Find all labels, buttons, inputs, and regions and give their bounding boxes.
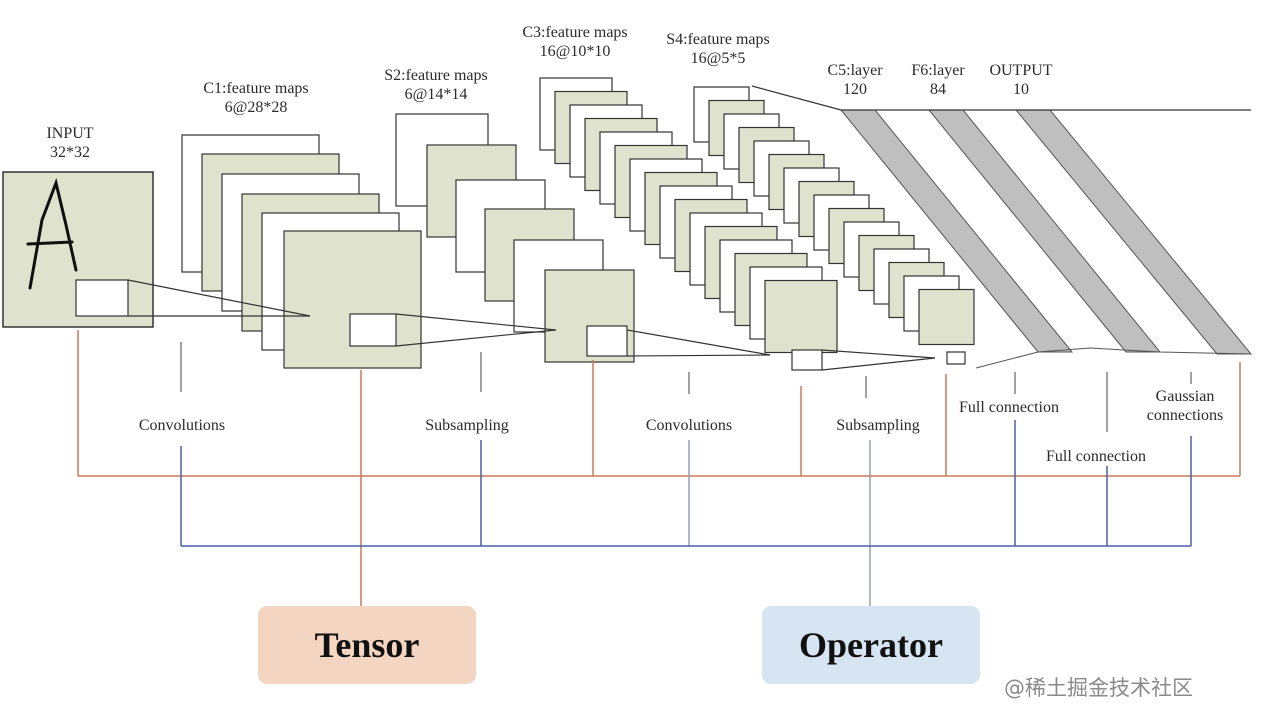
label-c1: C1:feature maps 6@28*28 <box>203 79 308 117</box>
op-full-connection-1: Full connection <box>959 399 1059 416</box>
c3-feature-maps <box>539 77 838 371</box>
s4-stack-receptive-field <box>946 351 966 365</box>
c1-feature-maps <box>181 134 422 369</box>
c5-title: C5:layer <box>827 62 883 79</box>
watermark: @稀土掘金技术社区 <box>1004 676 1193 700</box>
op-full-connection-2: Full connection <box>1046 448 1146 465</box>
tensor-legend-label: Tensor <box>314 625 420 665</box>
gaussian-line1: Gaussian <box>1155 388 1215 405</box>
output-title: OUTPUT <box>989 62 1053 79</box>
operator-legend: Operator <box>762 606 980 684</box>
label-f6: F6:layer 84 <box>911 61 964 99</box>
tensor-legend: Tensor <box>258 606 476 684</box>
gaussian-line2: connections <box>1146 407 1224 424</box>
c1-title: C1:feature maps <box>203 80 309 97</box>
output-size: 10 <box>1012 81 1029 98</box>
input-image <box>2 171 154 328</box>
label-c5: C5:layer 120 <box>827 61 882 99</box>
label-s2: S2:feature maps 6@14*14 <box>384 66 488 104</box>
s2-title: S2:feature maps <box>384 67 488 84</box>
operation-ticks <box>180 342 1192 432</box>
c3-title: C3:feature maps <box>522 24 628 41</box>
tensor-connectors <box>77 330 1241 606</box>
s4-stack-map <box>918 288 975 346</box>
input-receptive-field <box>75 279 129 317</box>
projection-lines <box>127 279 936 371</box>
input-size: 32*32 <box>49 144 90 161</box>
s4-feature-maps <box>693 86 975 365</box>
label-c3: C3:feature maps 16@10*10 <box>522 23 627 61</box>
operator-legend-label: Operator <box>799 625 943 665</box>
f6-size: 84 <box>929 81 946 98</box>
operator-connectors <box>180 420 1192 606</box>
s2-size: 6@14*14 <box>404 86 468 103</box>
label-output: OUTPUT 10 <box>989 61 1052 99</box>
f6-title: F6:layer <box>911 62 965 79</box>
label-input: INPUT 32*32 <box>46 124 93 162</box>
s4-size: 16@5*5 <box>690 50 746 67</box>
c3-size: 16@10*10 <box>539 43 611 60</box>
s4-title: S4:feature maps <box>666 31 770 48</box>
c3-stack-map <box>764 279 838 354</box>
c3-stack-receptive-field <box>791 349 823 371</box>
input-title: INPUT <box>46 125 94 142</box>
op-convolutions-2: Convolutions <box>645 417 733 434</box>
fully-connected-layers <box>751 85 1253 369</box>
op-gaussian-connections: Gaussian connections <box>1147 387 1223 425</box>
c1-size: 6@28*28 <box>224 99 288 116</box>
label-s4: S4:feature maps 16@5*5 <box>666 30 770 68</box>
s2-feature-maps <box>395 113 635 363</box>
c5-size: 120 <box>843 81 867 98</box>
op-convolutions-1: Convolutions <box>138 417 226 434</box>
op-subsampling-2: Subsampling <box>836 417 920 434</box>
op-subsampling-1: Subsampling <box>425 417 509 434</box>
handwritten-letter-a <box>26 177 78 290</box>
